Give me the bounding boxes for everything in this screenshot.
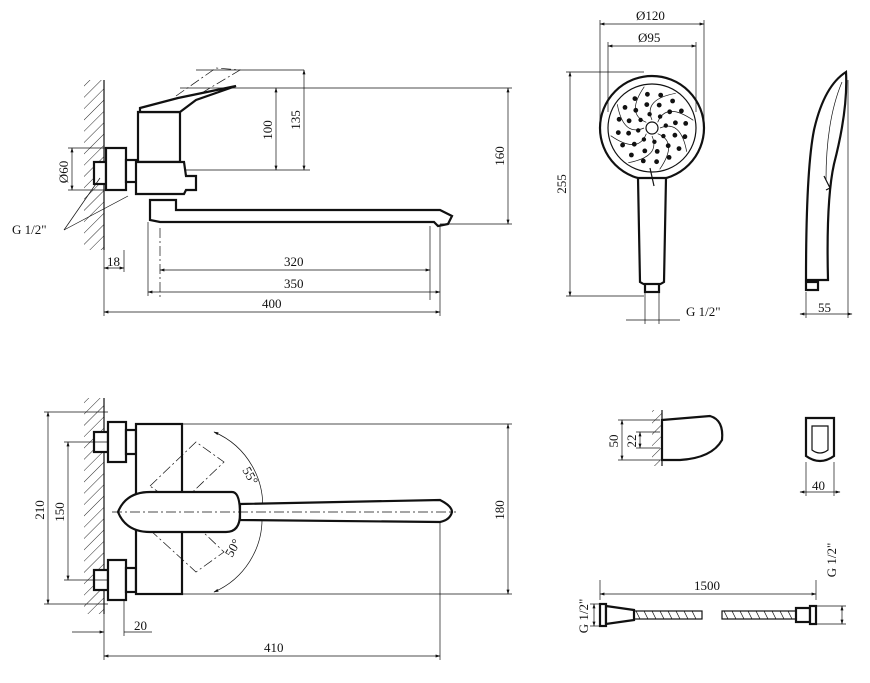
spray-nozzle-dot (620, 142, 625, 148)
spray-nozzle-dot (644, 102, 650, 107)
shower-head-side: 55 (799, 70, 853, 318)
spray-nozzle-dot (679, 108, 684, 114)
spray-petal-line (659, 125, 688, 152)
dim-350-label: 350 (284, 276, 304, 291)
spray-nozzle-dot (647, 112, 652, 117)
spray-nozzle-dot (682, 134, 688, 140)
spray-nozzle-dot (654, 149, 660, 154)
spray-nozzle-dot (638, 117, 643, 123)
spray-nozzle-dot (615, 130, 621, 136)
wall-flange (104, 146, 128, 192)
dim-100-label: 100 (260, 120, 275, 140)
spray-nozzle-dot (645, 91, 650, 97)
spray-petal-line (657, 111, 694, 123)
top-view: 55° 50° 180 210 150 20 410 (32, 398, 512, 660)
shower-head-front: Ø120 Ø95 255 G 1/2" (554, 8, 721, 324)
spray-nozzles (610, 86, 694, 170)
dim-210-label: 210 (32, 500, 47, 520)
dim-d120-label: Ø120 (636, 8, 665, 23)
spray-nozzle-dot (626, 118, 632, 124)
angle-50-label: 50° (222, 536, 244, 559)
hose-cone-left (604, 604, 636, 626)
spout-top (238, 498, 454, 524)
dim-400-label: 400 (262, 296, 282, 311)
thread-label: G 1/2" (12, 222, 47, 237)
dim-320-label: 320 (284, 254, 304, 269)
spray-nozzle-dot (672, 132, 678, 138)
dim-55-label: 55 (818, 300, 831, 315)
spray-petal-line (610, 133, 647, 145)
spray-nozzle-dot (663, 123, 668, 128)
spray-petal-line (616, 104, 645, 131)
spray-nozzle-dot (666, 155, 672, 160)
dim-50-label: 50 (606, 435, 621, 448)
spray-nozzle-dot (640, 158, 646, 164)
dim-410-label: 410 (264, 640, 284, 655)
dim-d95-label: Ø95 (638, 30, 660, 45)
angle-55-label: 55° (239, 464, 261, 487)
shower-handle (636, 176, 668, 288)
dim-20-label: 20 (134, 618, 147, 633)
dim-150-label: 150 (52, 502, 67, 522)
spray-nozzle-dot (629, 152, 634, 158)
spray-nozzle-dot (676, 146, 682, 152)
holder-front-profile (804, 416, 836, 463)
spray-nozzle-dot (656, 102, 662, 108)
shower-thread-label: G 1/2" (686, 304, 721, 319)
spray-petal-line (657, 133, 669, 170)
spray-nozzle-dot (622, 105, 628, 110)
wall-holder-side: 50 22 (606, 410, 724, 466)
dim-160-label: 160 (492, 146, 507, 166)
spout (148, 198, 454, 228)
spray-nozzle-dot (654, 159, 659, 165)
spray-petal-line (635, 86, 647, 123)
spray-nozzle-dot (673, 120, 678, 126)
spray-nozzle-dot (626, 130, 631, 136)
dim-18-label: 18 (107, 254, 120, 269)
spray-nozzle-dot (670, 98, 675, 104)
spray-nozzle-dot (661, 133, 666, 139)
spray-nozzle-dot (652, 139, 657, 144)
hose-thread-right-label: G 1/2" (824, 543, 839, 578)
spray-nozzle-dot (632, 96, 638, 101)
spray-petal-line (628, 135, 655, 164)
dim-180-label: 180 (492, 500, 507, 520)
shower-head-outer (598, 74, 706, 182)
spray-nozzle-dot (641, 137, 647, 142)
spray-nozzle-dot (616, 116, 622, 122)
wall-holder-front: 40 (799, 416, 841, 496)
spray-nozzle-dot (636, 128, 641, 133)
spray-nozzle-dot (657, 114, 663, 119)
hose-length-label: 1500 (694, 578, 720, 593)
shower-hose: 1500 G 1/2" G 1/2" (576, 543, 846, 634)
dim-d60-label: Ø60 (56, 161, 71, 183)
mixer-body (136, 110, 182, 164)
dim-135-label: 135 (288, 110, 303, 130)
spray-nozzle-dot (642, 148, 648, 154)
dim-22-label: 22 (624, 435, 639, 448)
hose-thread-left-label: G 1/2" (576, 599, 591, 634)
spray-nozzle-dot (683, 121, 689, 126)
spray-petal-line (649, 92, 676, 121)
lever-handle (138, 84, 237, 114)
dim-40-label: 40 (812, 478, 825, 493)
spray-nozzle-dot (658, 92, 664, 98)
front-view: 100 135 160 Ø60 G 1/2" 18 320 350 400 (12, 67, 512, 316)
dim-255-label: 255 (554, 174, 569, 194)
holder-side-profile (660, 414, 724, 462)
eccentric-connector (92, 160, 108, 186)
